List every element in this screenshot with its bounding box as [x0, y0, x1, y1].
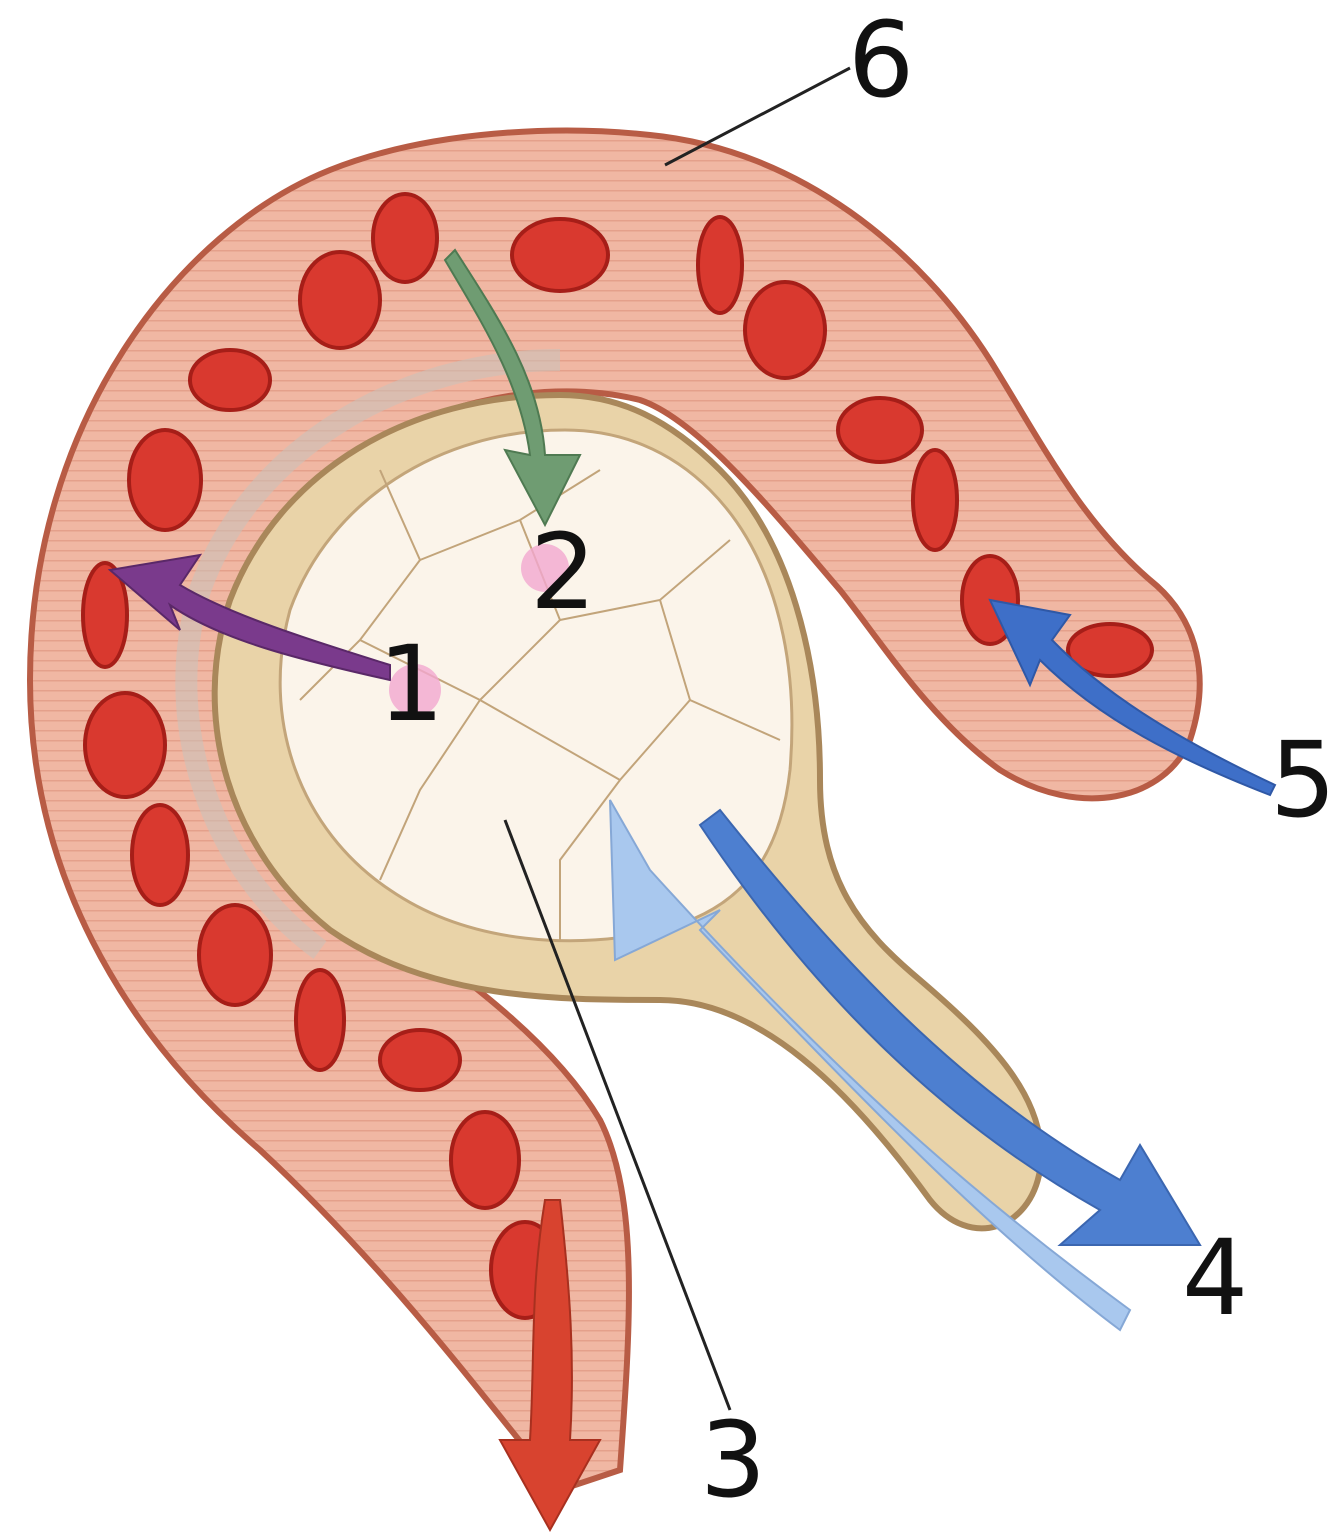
red-blood-cell	[199, 905, 271, 1005]
red-blood-cell	[698, 217, 742, 313]
red-blood-cell	[512, 219, 608, 291]
leader-line-6	[665, 68, 850, 165]
red-blood-cell	[132, 805, 188, 905]
label-6: 6	[848, 8, 914, 112]
red-blood-cell	[129, 430, 201, 530]
red-blood-cell	[85, 693, 165, 797]
label-3: 3	[700, 1408, 766, 1512]
red-blood-cell	[296, 970, 344, 1070]
label-1: 1	[378, 632, 444, 736]
label-5: 5	[1270, 728, 1336, 832]
red-blood-cell	[913, 450, 957, 550]
red-blood-cell	[190, 350, 270, 410]
label-4: 4	[1182, 1226, 1248, 1330]
label-2: 2	[530, 520, 596, 624]
red-blood-cell	[380, 1030, 460, 1090]
red-blood-cell	[373, 194, 437, 282]
red-blood-cell	[745, 282, 825, 378]
red-blood-cell	[838, 398, 922, 462]
red-blood-cell	[451, 1112, 519, 1208]
red-blood-cell	[300, 252, 380, 348]
